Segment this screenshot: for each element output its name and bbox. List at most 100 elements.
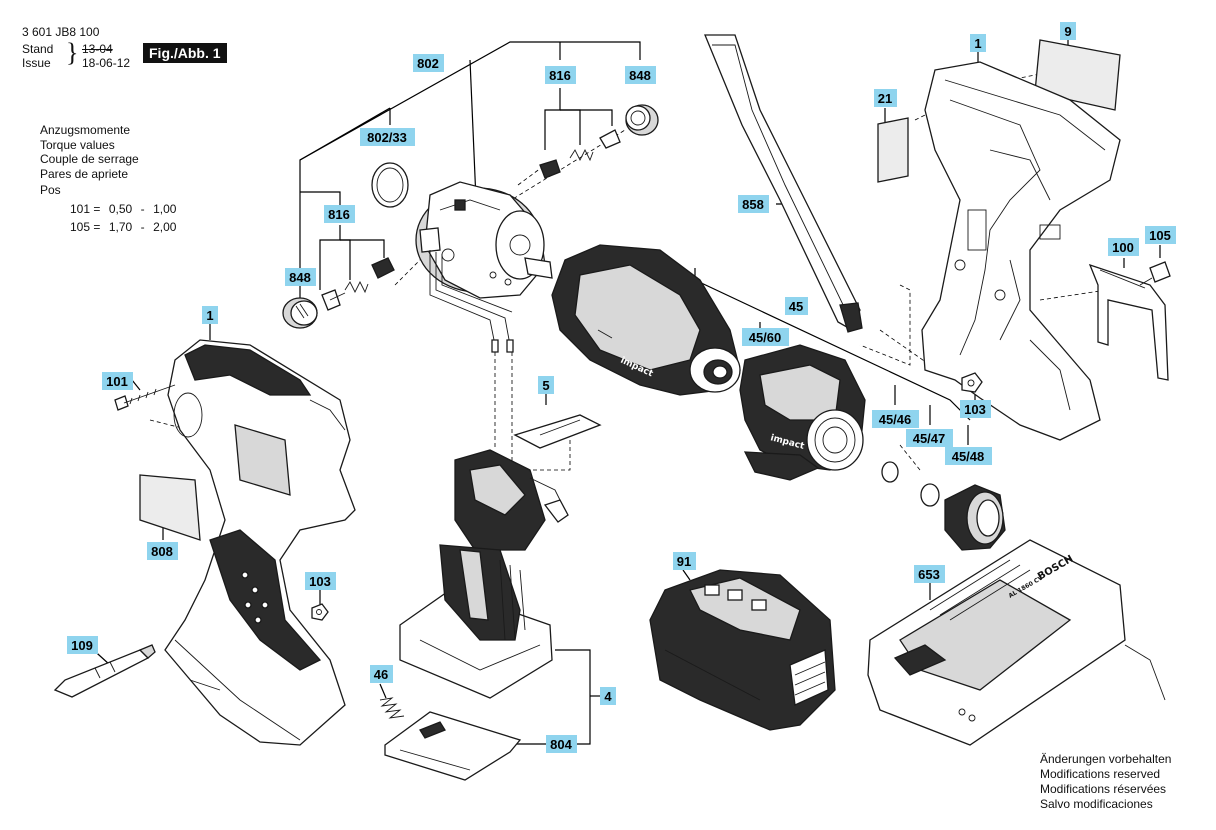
spring-46 (379, 697, 405, 719)
part-label: 100 (1108, 238, 1139, 256)
brush-set-left (321, 257, 395, 311)
torque-row-max: 2,00 (153, 219, 177, 234)
housing-half-left (164, 339, 356, 746)
torque-row-pos: 105 = (70, 219, 101, 234)
part-label: 858 (738, 195, 769, 213)
part-label-text: 1 (206, 308, 213, 323)
charger: BOSCH AL 1860 CV (867, 539, 1166, 746)
part-label-text: 848 (289, 270, 311, 285)
screw-101 (114, 384, 176, 411)
note-en: Modifications reserved (1040, 767, 1161, 781)
torque-row-sep: - (140, 201, 145, 216)
issue-label: Issue (22, 56, 51, 70)
part-label: 808 (147, 542, 178, 560)
torque-title-en: Torque values (40, 137, 115, 152)
part-label: 1 (202, 306, 218, 324)
retaining-ring-45-47 (920, 483, 940, 507)
part-label-text: 101 (106, 374, 128, 389)
part-label: 21 (874, 89, 897, 107)
retaining-ring-45-46 (881, 461, 899, 483)
label-plate-9 (1034, 39, 1121, 111)
issue-date: 18-06-12 (82, 56, 131, 70)
part-label: 109 (67, 636, 98, 654)
note-fr: Modifications réservées (1040, 782, 1167, 796)
contact-plate-804 (384, 711, 522, 781)
motor-wires (429, 250, 514, 353)
battery-pack (649, 569, 836, 731)
part-label: 804 (546, 735, 577, 753)
part-label: 45 (785, 297, 808, 315)
bearing-cap-left (282, 297, 318, 329)
torque-row-sep: - (140, 219, 145, 234)
brush-plate-5 (513, 414, 602, 449)
part-label-text: 45 (789, 299, 803, 314)
part-label: 816 (545, 66, 576, 84)
stand-label: Stand (22, 42, 54, 56)
part-label-text: 5 (542, 378, 549, 393)
electronics-module (399, 544, 553, 699)
part-label: 653 (914, 565, 945, 583)
part-label-text: 21 (878, 91, 892, 106)
o-ring-802-33 (371, 162, 409, 208)
housing-half-right (921, 61, 1121, 441)
header-brace: } (66, 38, 79, 67)
part-labels: 802 816 848 802/33 816 848 858 1 9 21 10… (67, 22, 1176, 753)
torque-row: 101 = 0,50 - 1,00 (70, 200, 176, 218)
part-label: 45/60 (742, 328, 789, 346)
part-label: 848 (285, 268, 316, 286)
part-label: 9 (1060, 22, 1076, 40)
part-label-text: 105 (1149, 228, 1171, 243)
front-nose-cap: impact (739, 344, 866, 481)
figure-tag: Fig./Abb. 1 (143, 43, 227, 63)
part-label: 45/48 (945, 447, 992, 465)
part-label-text: 1 (974, 36, 981, 51)
torque-row: 105 = 1,70 - 2,00 (70, 218, 176, 236)
bit-109 (53, 644, 156, 698)
part-label: 802/33 (360, 128, 415, 146)
label-plate-808 (139, 474, 201, 541)
bearing-cap-top (625, 104, 659, 136)
part-label-text: 45/47 (913, 431, 946, 446)
part-label-text: 103 (309, 574, 331, 589)
torque-row-min: 0,50 (108, 201, 133, 216)
part-label: 91 (673, 552, 696, 570)
belt-clip (1088, 263, 1169, 381)
part-label-text: 9 (1064, 24, 1071, 39)
sleeve-45-48 (944, 484, 1006, 551)
part-label-text: 802 (417, 56, 439, 71)
part-label: 105 (1145, 226, 1176, 244)
part-label-text: 45/60 (749, 330, 782, 345)
part-label-text: 802/33 (367, 130, 407, 145)
part-label-text: 91 (677, 554, 691, 569)
torque-title-es: Pares de apriete (40, 166, 129, 181)
part-label-text: 858 (742, 197, 764, 212)
part-label-text: 848 (629, 68, 651, 83)
part-label: 46 (370, 665, 393, 683)
part-label: 4 (600, 687, 616, 705)
part-label-text: 103 (964, 402, 986, 417)
part-label: 101 (102, 372, 133, 390)
note-es: Salvo modificaciones (1040, 797, 1153, 811)
part-label-text: 653 (918, 567, 940, 582)
part-label: 848 (625, 66, 656, 84)
note-de: Änderungen vorbehalten (1040, 752, 1172, 766)
brush-set-top (539, 129, 621, 179)
part-label-text: 109 (71, 638, 93, 653)
torque-row-min: 1,70 (108, 219, 133, 234)
torque-row-max: 1,00 (153, 201, 177, 216)
motor-assembly (415, 181, 553, 299)
torque-pos-label: Pos (40, 183, 61, 197)
wrist-strap (704, 34, 863, 333)
part-label: 103 (305, 572, 336, 590)
nut-103-right (961, 372, 983, 393)
torque-row-pos: 101 = (70, 201, 101, 216)
part-label: 45/47 (906, 429, 953, 447)
part-label: 45/46 (872, 410, 919, 428)
part-label-text: 804 (550, 737, 572, 752)
part-label: 802 (413, 54, 444, 72)
part-label-text: 816 (328, 207, 350, 222)
part-label-text: 46 (374, 667, 388, 682)
screw-105 (1139, 261, 1171, 286)
part-label: 816 (324, 205, 355, 223)
